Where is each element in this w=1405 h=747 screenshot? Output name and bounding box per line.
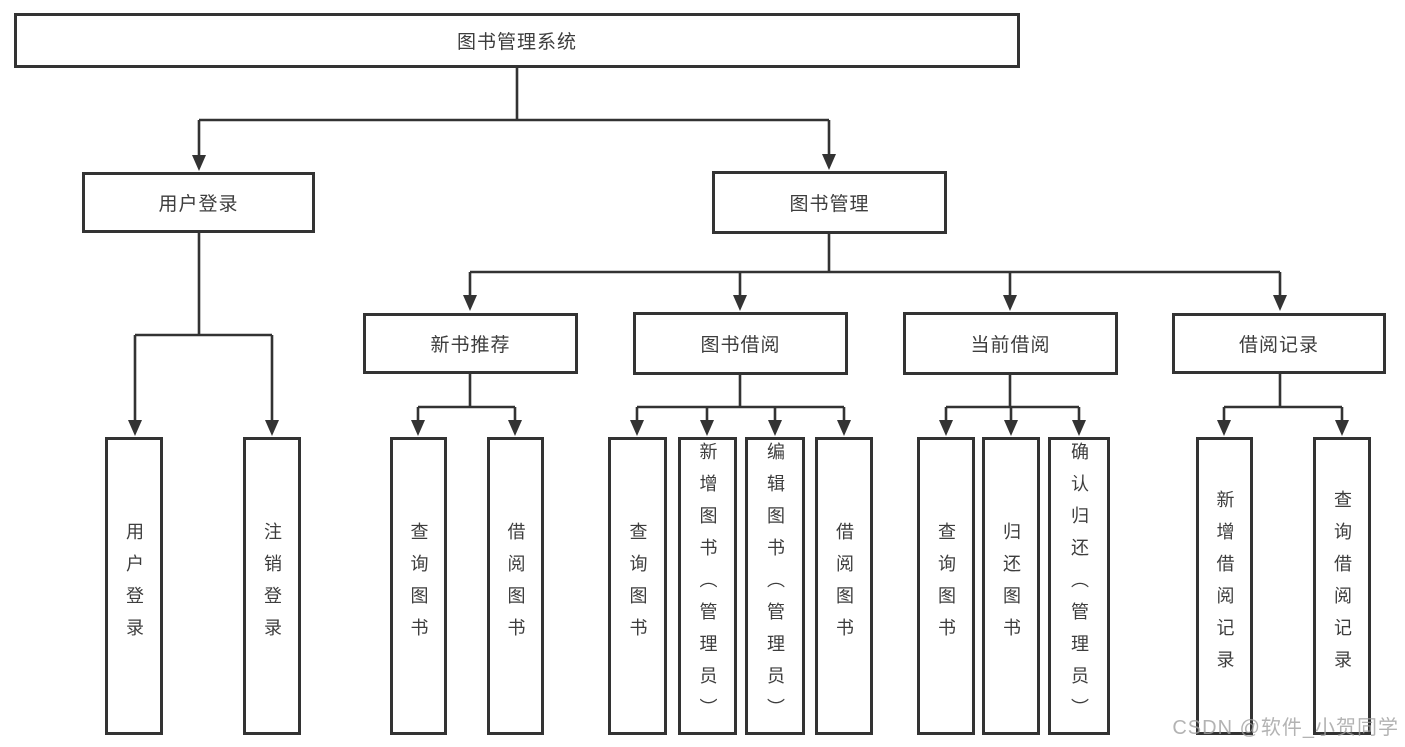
node-system-root: 图书管理系统 [14, 13, 1020, 68]
node-label: 用户登录 [124, 522, 144, 650]
leaf-add-borrow-record: 新增借阅记录 [1196, 437, 1253, 735]
node-label: 查询图书 [627, 522, 648, 650]
node-label: 编辑图书（管理员） [765, 442, 785, 730]
node-label: 用户登录 [158, 194, 239, 215]
leaf-edit-books-admin: 编辑图书（管理员） [745, 437, 805, 735]
leaf-query-books: 查询图书 [390, 437, 447, 735]
node-label: 查询图书 [408, 522, 429, 650]
node-label: 图书借阅 [700, 335, 781, 356]
leaf-borrow-books: 借阅图书 [815, 437, 873, 735]
leaf-borrow-books: 借阅图书 [487, 437, 544, 735]
leaf-query-books: 查询图书 [917, 437, 975, 735]
leaf-logout: 注销登录 [243, 437, 301, 735]
arrowheads [128, 154, 1349, 436]
node-label: 图书管理 [789, 194, 870, 215]
leaf-query-books: 查询图书 [608, 437, 667, 735]
leaf-return-books: 归还图书 [982, 437, 1040, 735]
node-book-management-module: 图书管理 [712, 171, 947, 234]
node-label: 借阅记录 [1238, 335, 1319, 356]
node-label: 借阅图书 [834, 522, 854, 650]
node-label: 查询图书 [936, 522, 956, 650]
node-label: 注销登录 [262, 522, 282, 650]
node-label: 当前借阅 [970, 335, 1051, 356]
node-label: 图书管理系统 [456, 32, 577, 53]
node-label: 查询借阅记录 [1332, 490, 1352, 682]
node-label: 确认归还（管理员） [1069, 442, 1089, 730]
node-new-book-recommendation: 新书推荐 [363, 313, 578, 374]
node-current-borrowing: 当前借阅 [903, 312, 1118, 375]
leaf-user-login: 用户登录 [105, 437, 163, 735]
node-label: 新书推荐 [430, 335, 511, 356]
node-user-login-module: 用户登录 [82, 172, 315, 233]
leaf-query-borrow-record: 查询借阅记录 [1313, 437, 1371, 735]
node-label: 归还图书 [1001, 522, 1021, 650]
node-book-borrowing: 图书借阅 [633, 312, 848, 375]
node-label: 借阅图书 [505, 522, 526, 650]
leaf-add-books-admin: 新增图书（管理员） [678, 437, 737, 735]
node-label: 新增图书（管理员） [697, 442, 718, 730]
leaf-confirm-return-admin: 确认归还（管理员） [1048, 437, 1110, 735]
node-label: 新增借阅记录 [1214, 490, 1235, 682]
csdn-watermark: CSDN @软件_小贺同学 [1172, 717, 1399, 739]
tree-edges [133, 68, 1344, 426]
node-borrowing-records: 借阅记录 [1172, 313, 1386, 374]
